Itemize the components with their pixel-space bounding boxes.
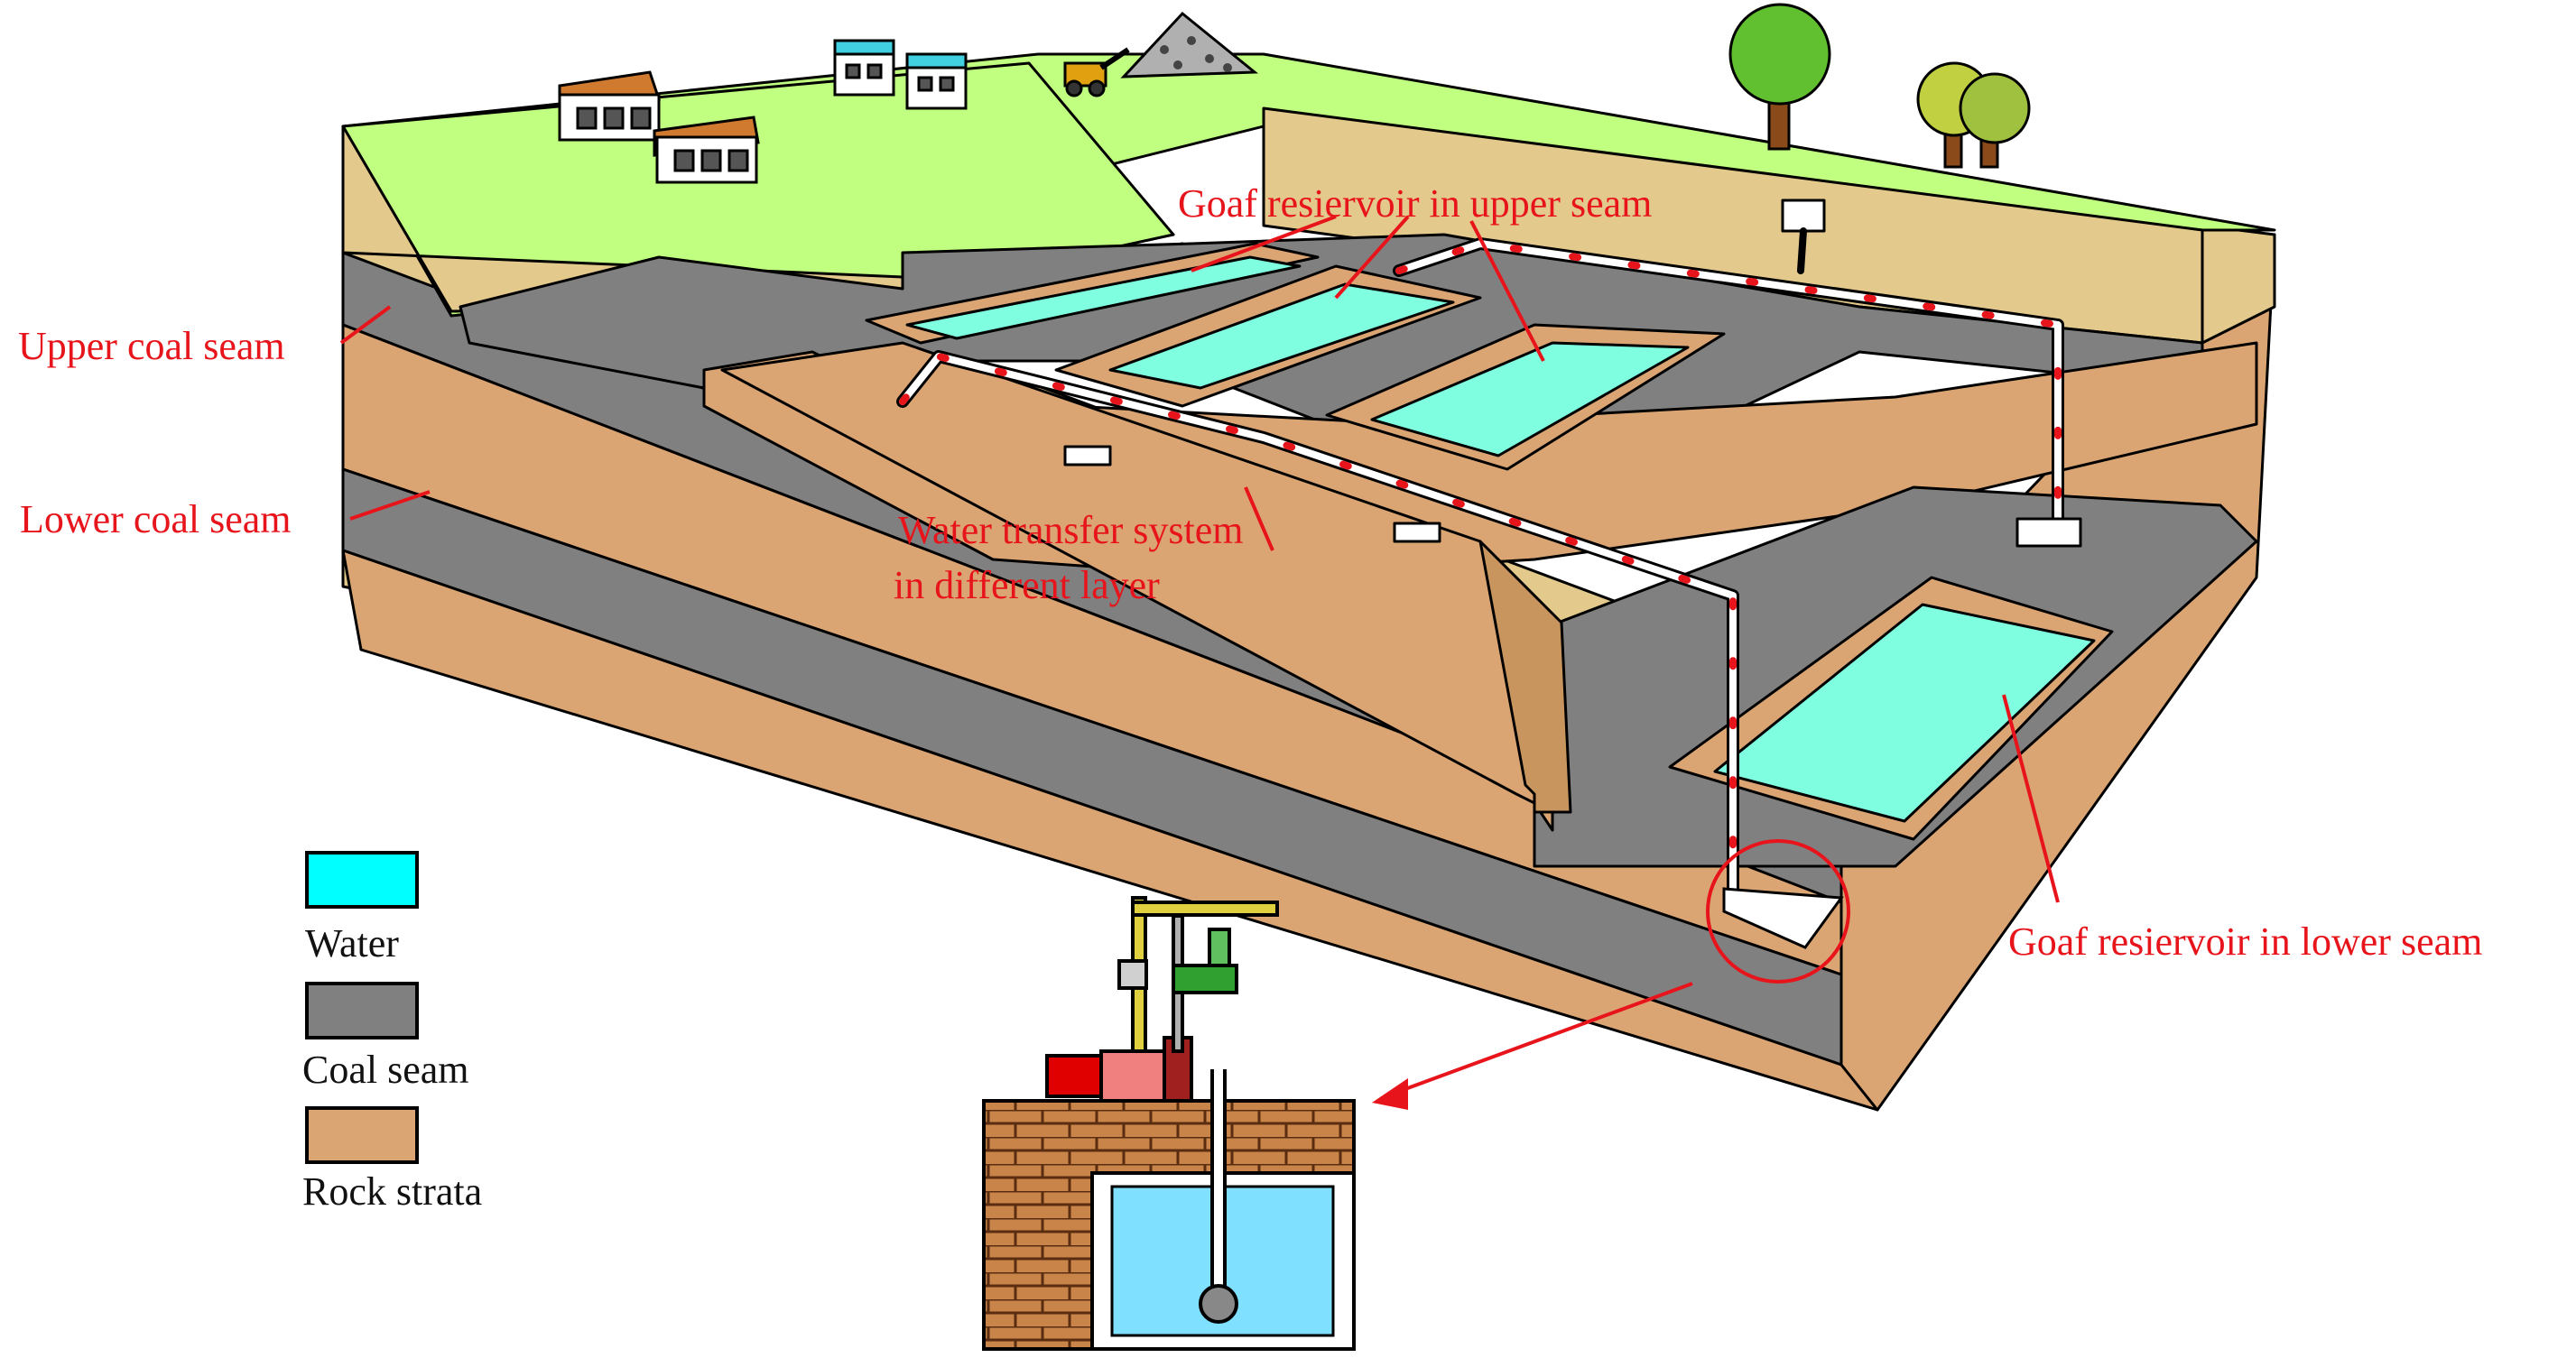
house-icon	[905, 52, 968, 110]
pump-chamber-marker	[1372, 839, 1850, 1110]
lower-reservoir	[1668, 576, 2114, 841]
gravel-pile-icon	[1120, 11, 1259, 79]
legend-label-coal: Coal seam	[302, 1048, 469, 1092]
tree-icon	[1728, 3, 1831, 151]
house-icon	[833, 39, 895, 97]
pipe-inlet-top	[1781, 199, 1826, 233]
label-lower-coal-seam: Lower coal seam	[20, 497, 292, 541]
legend-swatch-coal	[305, 982, 419, 1039]
label-water-transfer-1: Water transfer system	[898, 508, 1244, 552]
legend-label-rock: Rock strata	[302, 1169, 482, 1214]
legend-label-water: Water	[305, 921, 399, 965]
label-goaf-lower: Goaf resiervoir in lower seam	[2008, 919, 2482, 964]
house-icon	[558, 70, 661, 142]
reservoir-water-c	[1370, 341, 1690, 457]
label-water-transfer-2: in different layer	[894, 563, 1160, 607]
pump-station-icon	[982, 896, 1356, 1351]
upper-reservoirs	[865, 242, 1726, 471]
legend-swatch-water	[305, 851, 419, 909]
motor	[1045, 1054, 1103, 1098]
house-icon	[653, 115, 760, 184]
pipe-base	[2015, 517, 2082, 548]
excavator-icon	[1063, 47, 1130, 97]
label-upper-coal-seam: Upper coal seam	[18, 324, 285, 368]
tree-icon	[1916, 61, 2031, 169]
legend: Water Coal seam Rock strata	[302, 851, 482, 1214]
lower-reservoir-water	[1713, 603, 2096, 823]
legend-swatch-rock	[305, 1106, 419, 1164]
cliff-wall	[1478, 540, 1572, 814]
annotations	[339, 215, 2060, 903]
label-goaf-upper: Goaf resiervoir in upper seam	[1178, 181, 1652, 226]
reservoir-water-a	[905, 255, 1302, 340]
crane-arm	[1131, 901, 1279, 917]
water-transfer-pipe	[896, 199, 2082, 900]
strainer	[1199, 1284, 1238, 1324]
reservoir-water-b	[1108, 282, 1455, 390]
